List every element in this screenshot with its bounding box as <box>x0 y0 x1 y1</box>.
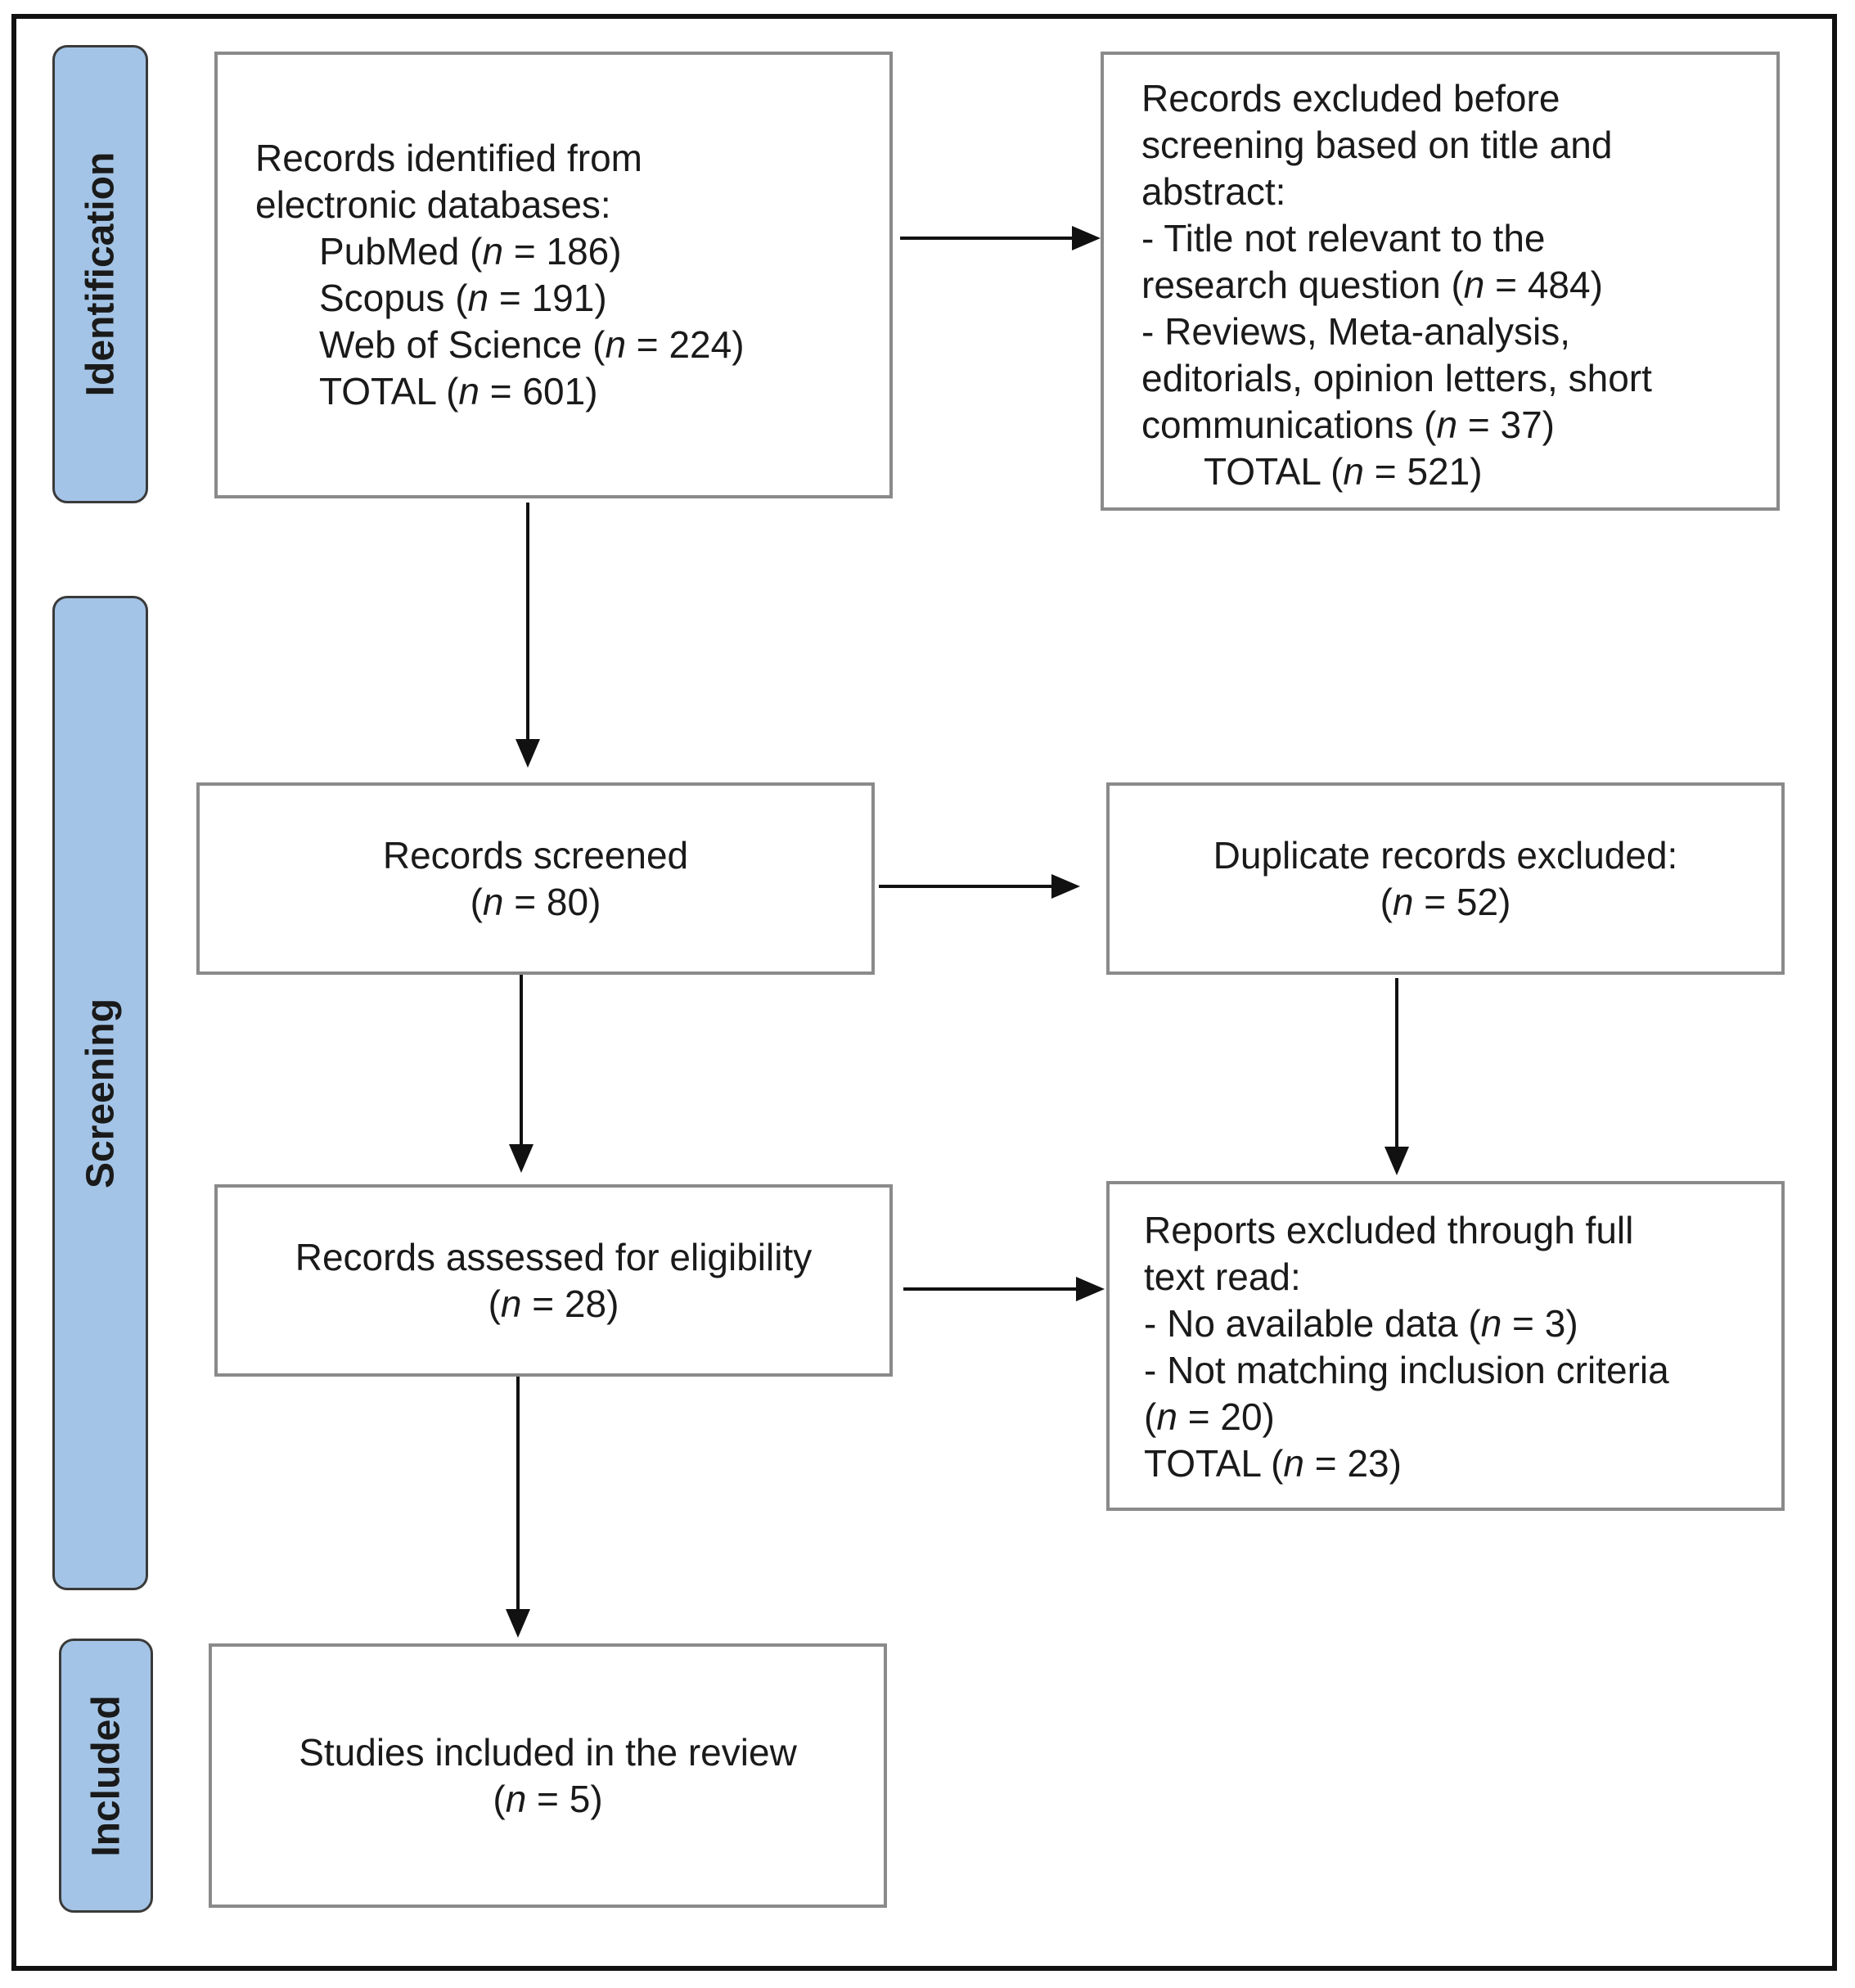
source-web-of-science: Web of Science (n = 224) <box>319 323 745 366</box>
records-screened-box: Records screened (n = 80) <box>196 782 875 975</box>
phase-included: Included <box>59 1639 153 1913</box>
source-count: 186 <box>546 230 610 273</box>
duplicates-count-value: 52 <box>1456 880 1499 923</box>
screened-count: (n = 80) <box>470 880 601 923</box>
fulltext-item-1-text: - No available data <box>1144 1302 1458 1345</box>
source-pubmed: PubMed (n = 186) <box>319 230 622 273</box>
included-title: Studies included in the review <box>299 1730 797 1774</box>
source-count: 191 <box>531 277 595 319</box>
fulltext-item-2-line-2: (n = 20) <box>1144 1395 1275 1438</box>
included-count-value: 5 <box>569 1777 591 1820</box>
fulltext-title-line-1: Reports excluded through full <box>1144 1209 1634 1251</box>
screened-count-value: 80 <box>546 880 589 923</box>
source-name: Web of Science <box>319 323 583 366</box>
identified-title-line-1: Records identified from <box>255 137 642 179</box>
assessed-title: Records assessed for eligibility <box>295 1235 813 1278</box>
source-name: PubMed <box>319 230 460 273</box>
excluded-before-total: TOTAL (n = 521) <box>1204 450 1483 493</box>
excluded-before-title-line-1: Records excluded before <box>1141 77 1560 119</box>
identified-title-line-2: electronic databases: <box>255 183 611 226</box>
fulltext-total: TOTAL (n = 23) <box>1144 1442 1402 1485</box>
duplicate-records-box: Duplicate records excluded: (n = 52) <box>1106 782 1785 975</box>
studies-included-box: Studies included in the review (n = 5) <box>209 1643 887 1908</box>
excluded-item-1-text: research question <box>1141 264 1441 306</box>
arrowhead <box>1072 226 1101 250</box>
excluded-item-2-line-3: communications (n = 37) <box>1141 403 1555 446</box>
source-total: TOTAL (n = 601) <box>319 370 598 412</box>
reports-excluded-fulltext-box: Reports excluded through full text read:… <box>1106 1181 1785 1511</box>
fulltext-item-2-line-1: - Not matching inclusion criteria <box>1144 1349 1669 1391</box>
arrowhead <box>1051 874 1080 899</box>
arrowhead <box>1384 1147 1409 1175</box>
excluded-item-1-count: 484 <box>1527 264 1591 306</box>
excluded-before-title-line-3: abstract: <box>1141 170 1286 213</box>
records-assessed-box: Records assessed for eligibility (n = 28… <box>214 1184 893 1377</box>
included-count: (n = 5) <box>493 1777 603 1820</box>
diagram-frame <box>11 14 1837 1971</box>
total-count: 521 <box>1407 450 1470 493</box>
source-count: 224 <box>669 323 732 366</box>
total-label: TOTAL <box>1144 1442 1261 1485</box>
assessed-count: (n = 28) <box>488 1282 619 1325</box>
excluded-before-title-line-2: screening based on title and <box>1141 124 1613 166</box>
arrowhead <box>1076 1277 1105 1301</box>
source-count: 601 <box>522 370 586 412</box>
duplicates-count: (n = 52) <box>1380 880 1511 923</box>
fulltext-item-2-count: 20 <box>1220 1395 1263 1438</box>
arrowhead <box>516 739 540 768</box>
source-scopus: Scopus (n = 191) <box>319 277 607 319</box>
fulltext-title-line-2: text read: <box>1144 1255 1301 1298</box>
arrowhead <box>506 1609 530 1638</box>
arrowhead <box>509 1144 534 1173</box>
records-identified-box: Records identified from electronic datab… <box>214 52 893 498</box>
excluded-item-2-line-2: editorials, opinion letters, short <box>1141 357 1652 399</box>
excluded-item-1-line-1: - Title not relevant to the <box>1141 217 1546 259</box>
screened-title: Records screened <box>382 833 689 877</box>
duplicates-title: Duplicate records excluded: <box>1213 833 1678 877</box>
phase-screening: Screening <box>52 596 148 1590</box>
fulltext-item-1: - No available data (n = 3) <box>1144 1302 1578 1345</box>
excluded-item-2-text: communications <box>1141 403 1414 446</box>
phase-identification: Identification <box>52 45 148 503</box>
records-excluded-before-box: Records excluded before screening based … <box>1101 52 1780 511</box>
total-label: TOTAL <box>1204 450 1321 493</box>
source-name: TOTAL <box>319 370 436 412</box>
excluded-item-2-line-1: - Reviews, Meta-analysis, <box>1141 310 1571 353</box>
excluded-item-2-count: 37 <box>1500 403 1542 446</box>
total-count: 23 <box>1347 1442 1389 1485</box>
fulltext-item-1-count: 3 <box>1544 1302 1566 1345</box>
excluded-item-1-line-2: research question (n = 484) <box>1141 264 1603 306</box>
source-name: Scopus <box>319 277 445 319</box>
assessed-count-value: 28 <box>564 1282 607 1325</box>
